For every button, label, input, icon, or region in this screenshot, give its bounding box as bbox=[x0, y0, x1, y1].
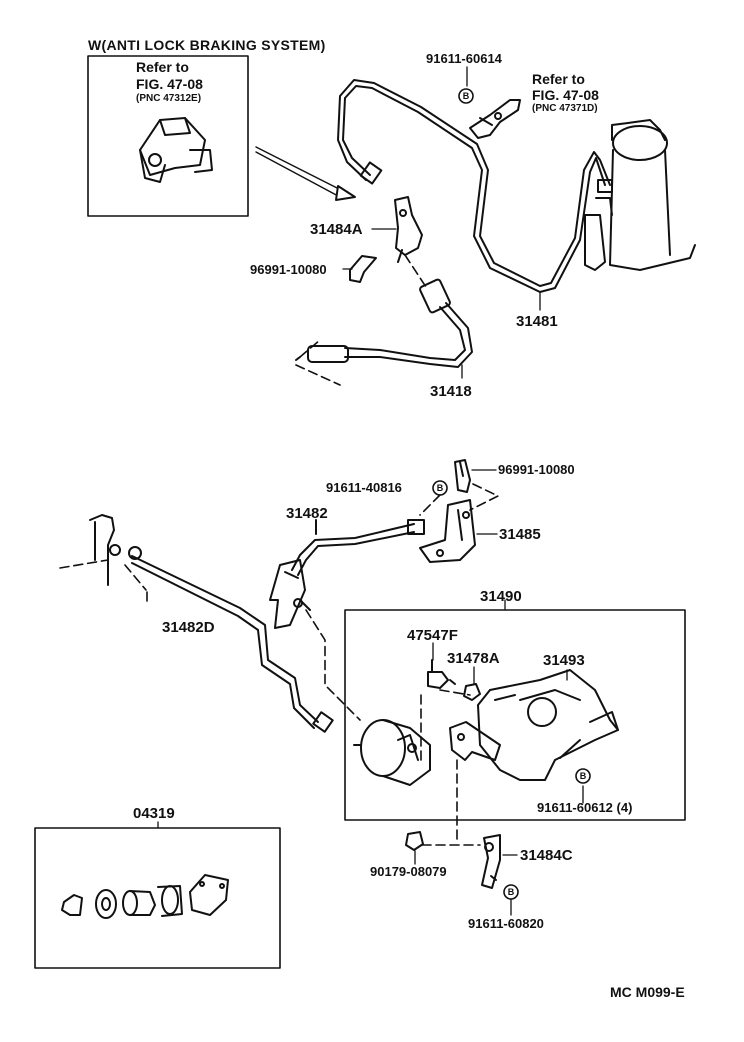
kit-box-04319 bbox=[34, 827, 281, 969]
bolt-marker-label: B bbox=[580, 771, 587, 781]
part-label-31484C: 31484C bbox=[520, 847, 573, 864]
bracket-inner bbox=[449, 721, 501, 761]
inset-box-abs bbox=[87, 55, 249, 217]
right-refer-line1: Refer to bbox=[532, 71, 585, 87]
bracket-31484C bbox=[481, 834, 501, 889]
clip-bracket-icon bbox=[469, 99, 521, 139]
assembly-box-31490 bbox=[344, 609, 686, 821]
part-label-31493: 31493 bbox=[543, 652, 585, 669]
part-label-04319: 04319 bbox=[133, 805, 175, 822]
pointer-arrow bbox=[255, 146, 346, 193]
bolt-marker-icon bbox=[503, 884, 519, 900]
bolt-marker-icon bbox=[575, 768, 591, 784]
diagram-title: W(ANTI LOCK BRAKING SYSTEM) bbox=[88, 37, 326, 53]
part-label-47547F: 47547F bbox=[407, 627, 458, 644]
part-label-31481: 31481 bbox=[516, 313, 558, 330]
bracket-31484-mid bbox=[269, 559, 311, 629]
bolt-marker-icon bbox=[458, 88, 474, 104]
repair-kit-parts bbox=[61, 874, 229, 919]
part-label-31484A: 31484A bbox=[310, 221, 363, 238]
part-label-91611-60614: 91611-60614 bbox=[426, 51, 502, 66]
bolt-marker-label: B bbox=[437, 483, 444, 493]
abs-actuator-icon bbox=[139, 117, 213, 183]
bracket-31485 bbox=[419, 499, 476, 563]
nut-31478A bbox=[463, 683, 481, 701]
part-label-31478A: 31478A bbox=[447, 650, 500, 667]
valve-body-31493 bbox=[477, 669, 619, 781]
inset-refer-line1: Refer to bbox=[136, 59, 189, 75]
part-label-96991-10080-top: 96991-10080 bbox=[250, 262, 327, 277]
master-cylinder-icon bbox=[584, 119, 696, 271]
bolt-marker-label: B bbox=[508, 887, 515, 897]
bracket-31484A bbox=[394, 196, 423, 263]
part-label-31485: 31485 bbox=[499, 526, 541, 543]
part-label-31482D: 31482D bbox=[162, 619, 215, 636]
drawing-code: MC M099-E bbox=[610, 984, 685, 1000]
clip-96991-icon bbox=[349, 255, 377, 283]
part-label-96991-10080-mid: 96991-10080 bbox=[498, 462, 575, 477]
nut-90179-icon bbox=[405, 831, 424, 851]
brake-pipe-31482D bbox=[128, 546, 334, 733]
part-label-91611-40816: 91611-40816 bbox=[326, 480, 402, 495]
flex-hose-31418 bbox=[295, 278, 473, 368]
part-label-31482: 31482 bbox=[286, 505, 328, 522]
bolt-marker-label: B bbox=[463, 91, 470, 101]
part-label-91611-60820: 91611-60820 bbox=[468, 916, 544, 931]
part-label-31418: 31418 bbox=[430, 383, 472, 400]
inset-refer-line2: FIG. 47-08 bbox=[136, 76, 203, 92]
right-refer-line2: FIG. 47-08 bbox=[532, 87, 599, 103]
part-label-31490: 31490 bbox=[480, 588, 522, 605]
lsp-valve-icon bbox=[353, 719, 431, 786]
bolt-marker-icon bbox=[432, 480, 448, 496]
part-label-90179-08079: 90179-08079 bbox=[370, 864, 447, 879]
frame-member-icon bbox=[89, 514, 121, 586]
inset-refer-line3: (PNC 47312E) bbox=[136, 93, 202, 104]
part-label-91611-60612: 91611-60612 (4) bbox=[537, 800, 633, 815]
right-refer-line3: (PNC 47371D) bbox=[532, 103, 598, 114]
brake-pipe-31482 bbox=[291, 519, 425, 576]
clip-96991-mid-icon bbox=[454, 459, 471, 493]
bleeder-47547F bbox=[427, 659, 456, 689]
